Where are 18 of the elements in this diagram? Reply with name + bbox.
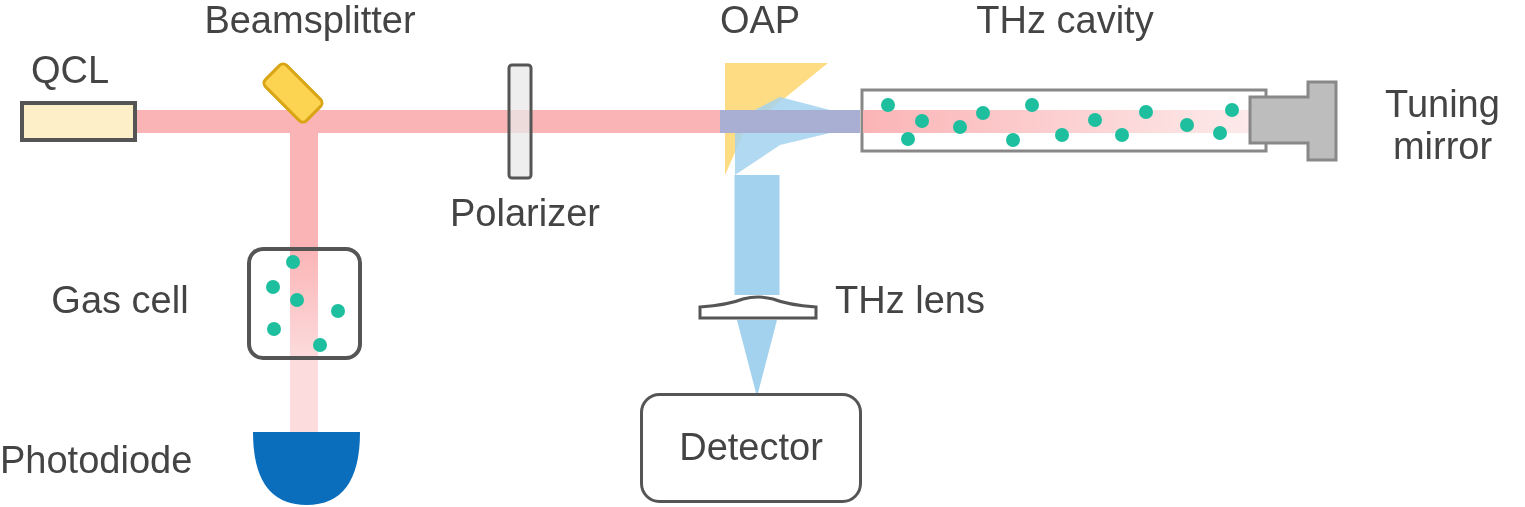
light-beam bbox=[137, 110, 262, 133]
light-beam bbox=[737, 320, 777, 393]
component-label: OAP bbox=[718, 0, 802, 42]
component-label: QCL bbox=[29, 50, 111, 92]
component-label: Photodiode bbox=[0, 440, 194, 482]
light-beam bbox=[830, 110, 860, 133]
component-label: THz cavity bbox=[975, 0, 1155, 42]
light-beam bbox=[533, 110, 720, 133]
light-beam bbox=[324, 110, 507, 133]
component-label: Polarizer bbox=[449, 193, 601, 235]
component-label: Gas cell bbox=[50, 280, 190, 322]
component-label: Detector bbox=[678, 427, 824, 469]
light-beam bbox=[290, 360, 318, 432]
component-label: THz lens bbox=[835, 280, 986, 322]
light-beam bbox=[290, 134, 318, 247]
component-label: Tuning mirror bbox=[1384, 84, 1501, 168]
light-beam bbox=[734, 175, 780, 295]
component-label: Beamsplitter bbox=[203, 0, 417, 42]
